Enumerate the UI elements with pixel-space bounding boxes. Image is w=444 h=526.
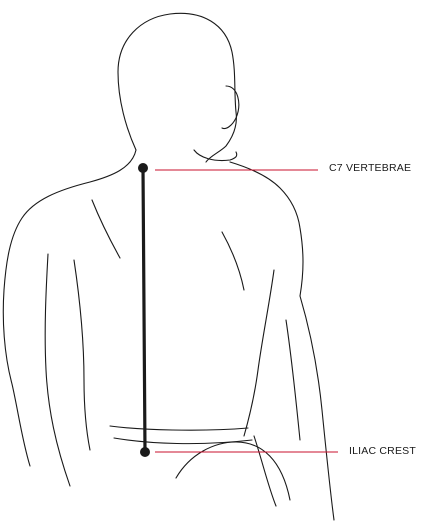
c7-marker — [138, 163, 148, 173]
jaw-outline — [194, 150, 237, 161]
c7-vertebrae-label: C7 VERTEBRAE — [329, 163, 411, 174]
head-outline — [118, 13, 239, 162]
iliac-marker — [140, 447, 150, 457]
spine-measure-line — [143, 168, 145, 452]
hip-outline — [110, 426, 290, 506]
iliac-crest-label: ILIAC CREST — [349, 446, 416, 457]
torso-outline — [3, 150, 334, 520]
